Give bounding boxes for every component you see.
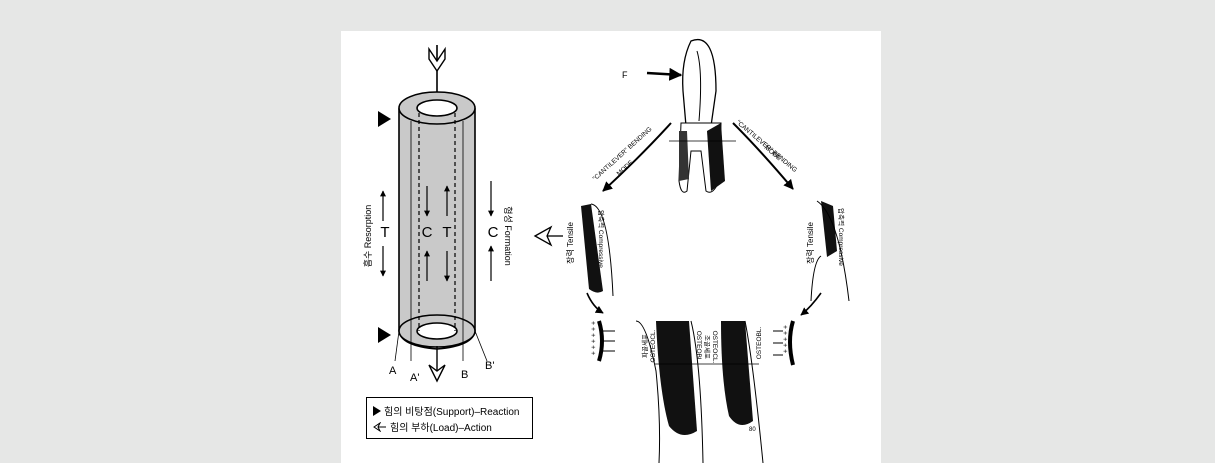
label-t-left: T — [380, 224, 389, 241]
label-resorption: 흡수 Resorption — [362, 205, 373, 268]
support-triangle-icon — [373, 406, 381, 416]
osteocl-label-2: OSTEOCL. — [711, 331, 718, 364]
reference-number: 80 — [749, 427, 756, 433]
label-t-inner: T — [442, 224, 451, 241]
label-formation: 형성 Formation — [503, 206, 513, 266]
bone-cylinder: T C T C 흡수 Resorption 형성 Formation A A' … — [362, 45, 513, 384]
load-arrow-icon — [373, 422, 387, 432]
label-b-prime: B' — [485, 360, 494, 372]
osteocl-korean-label: 파골세포 — [640, 334, 649, 358]
label-b: B — [461, 369, 468, 381]
left-compressive-korean: 압축력 Compressive — [597, 210, 606, 268]
action-arrow-middle — [535, 227, 563, 245]
figure-canvas: T C T C 흡수 Resorption 형성 Formation A A' … — [341, 31, 881, 463]
legend-load-text: 힘의 부하(Load)–Action — [390, 419, 492, 434]
right-charge-label: + + + + + — [781, 325, 788, 353]
support-triangle-bottom — [378, 327, 391, 343]
right-compressive-label: 압축력 Compressive — [837, 208, 846, 266]
force-arrow — [647, 73, 681, 75]
legend-support-row: 힘의 비탕점(Support)–Reaction — [373, 403, 520, 418]
legend-load-row: 힘의 부하(Load)–Action — [373, 419, 492, 434]
bottom-action-arrow — [429, 346, 445, 381]
osteobl-label-2: OSTEOBL. — [756, 327, 763, 360]
osteobl-korean-label: 조골세포 — [703, 335, 712, 359]
left-charge-label: + + + + + + — [589, 321, 596, 355]
osteocl-label: OSTEOCL. — [650, 329, 657, 362]
force-label: F — [622, 70, 628, 80]
label-a: A — [389, 365, 397, 377]
osteobl-label: OSTEOBL. — [695, 331, 702, 364]
left-tensile-label: 장력 Tensile — [565, 222, 575, 264]
label-c-right: C — [488, 224, 499, 241]
label-c-inner: C — [422, 224, 433, 241]
label-a-prime: A' — [410, 372, 419, 384]
support-triangle-top — [378, 111, 391, 127]
legend-box: 힘의 비탕점(Support)–Reaction 힘의 부하(Load)–Act… — [366, 397, 533, 439]
right-tensile-label: 장력 Tensile — [805, 222, 815, 264]
tooth-diagram: F "CANTILEVER" BENDING MODE "CANTILEVER"… — [565, 40, 849, 463]
legend-support-text: 힘의 비탕점(Support)–Reaction — [384, 403, 520, 418]
